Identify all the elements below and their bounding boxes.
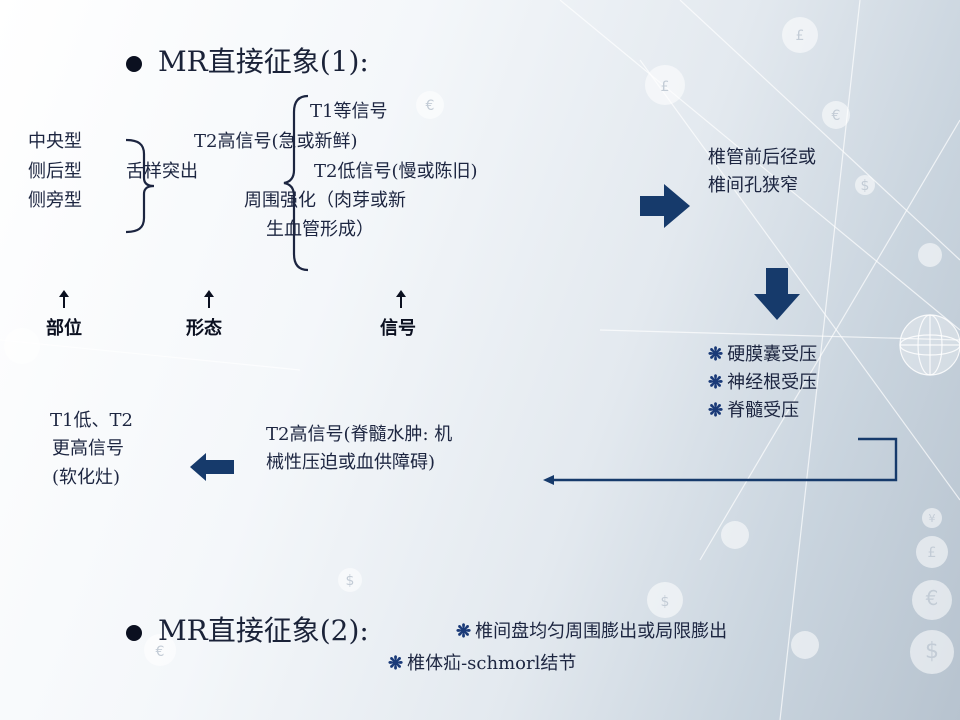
label-position: 部位 <box>46 318 82 339</box>
mid-text-line2: 械性压迫或血供障碍) <box>266 452 436 473</box>
label-shape: 形态 <box>186 318 222 339</box>
compress-dural-sac: ❋硬膜囊受压 <box>708 343 817 367</box>
star-icon: ❋ <box>456 621 472 642</box>
title-1-bullet <box>126 55 142 72</box>
up-arrow-shape-icon <box>204 290 214 308</box>
star-icon: ❋ <box>388 653 404 674</box>
left-bottom-line2: 更高信号 <box>52 438 124 459</box>
right-brace <box>283 94 309 272</box>
svg-text:$: $ <box>661 594 670 610</box>
star-icon: ❋ <box>708 344 724 365</box>
svg-text:£: £ <box>661 79 670 95</box>
svg-text:€: € <box>832 108 841 124</box>
signal-t2-high: T2高信号(急或新鲜) <box>194 131 358 152</box>
signal-enhance-line1: 周围强化（肉芽或新 <box>244 190 406 211</box>
label-signal: 信号 <box>380 318 416 339</box>
compress-nerve-root-text: 神经根受压 <box>727 372 818 393</box>
compress-nerve-root: ❋神经根受压 <box>708 371 817 395</box>
star-icon: ❋ <box>708 400 724 421</box>
mid-text-line1: T2高信号(脊髓水肿: 机 <box>266 424 453 445</box>
svg-text:$: $ <box>861 178 870 194</box>
sign2-line1-text: 椎间盘均匀周围膨出或局限膨出 <box>475 621 728 642</box>
sign2-line2: ❋椎体疝-schmorl结节 <box>388 652 576 676</box>
left-brace <box>125 138 155 234</box>
svg-text:¥: ¥ <box>929 512 936 525</box>
left-bottom-line3: (软化灶) <box>52 467 121 488</box>
type-posterolateral: 侧后型 <box>28 161 82 182</box>
up-arrow-signal-icon <box>396 290 406 308</box>
signal-t1-iso: T1等信号 <box>310 101 388 122</box>
signal-enhance-line2: 生血管形成） <box>266 219 374 240</box>
title-1: MR直接征象(1): <box>126 40 369 80</box>
shape-text: 舌样突出 <box>126 161 198 182</box>
left-bottom-line1: T1低、T2 <box>50 410 133 431</box>
svg-text:€: € <box>156 644 165 660</box>
right-text-line1: 椎管前后径或 <box>708 147 816 168</box>
type-central: 中央型 <box>28 131 82 152</box>
star-icon: ❋ <box>708 372 724 393</box>
svg-text:€: € <box>426 98 435 114</box>
title-2-text: MR直接征象(2): <box>158 614 369 647</box>
sign2-line2-text: 椎体疝-schmorl结节 <box>407 653 577 674</box>
svg-text:£: £ <box>928 545 937 561</box>
right-text-line2: 椎间孔狭窄 <box>708 175 798 196</box>
type-lateral: 侧旁型 <box>28 190 82 211</box>
svg-text:$: $ <box>346 573 355 589</box>
compress-dural-sac-text: 硬膜囊受压 <box>727 344 818 365</box>
title-1-text: MR直接征象(1): <box>158 45 369 78</box>
return-connector-arrow <box>543 437 898 485</box>
right-arrow-icon <box>640 184 690 228</box>
svg-text:£: £ <box>796 28 805 44</box>
svg-text:$: $ <box>925 639 939 664</box>
title-2-bullet <box>126 624 142 641</box>
signal-t2-low: T2低信号(慢或陈旧) <box>314 161 478 182</box>
down-arrow-icon <box>754 268 800 320</box>
compress-spinal-cord-text: 脊髓受压 <box>727 400 800 421</box>
svg-text:€: € <box>926 586 939 610</box>
sign2-line1: ❋椎间盘均匀周围膨出或局限膨出 <box>456 620 727 644</box>
left-arrow-icon <box>190 453 234 481</box>
title-2: MR直接征象(2): <box>126 609 369 649</box>
compress-spinal-cord: ❋脊髓受压 <box>708 399 799 423</box>
up-arrow-position-icon <box>59 290 69 308</box>
